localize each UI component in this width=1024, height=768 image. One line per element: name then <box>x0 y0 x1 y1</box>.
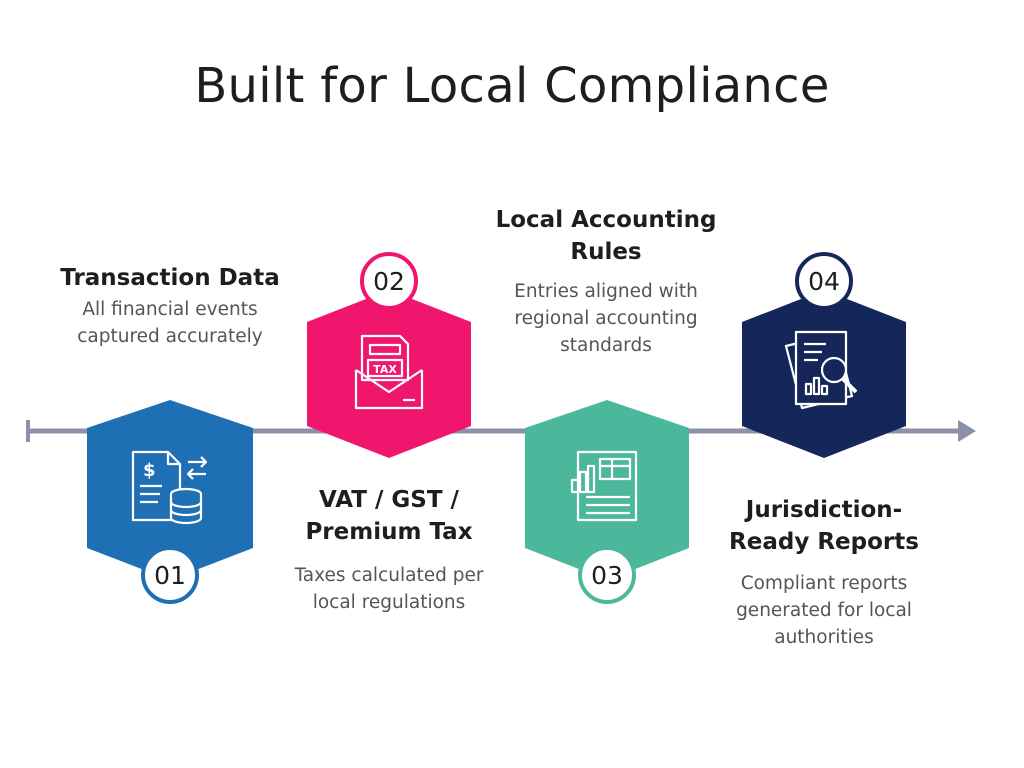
page-title: Built for Local Compliance <box>194 58 830 114</box>
report-magnifier-icon <box>784 330 858 410</box>
step-2-shape <box>307 290 471 458</box>
svg-text:$: $ <box>143 460 156 481</box>
spreadsheet-chart-icon <box>570 450 638 522</box>
step-3-heading: Local Accounting Rules <box>495 207 717 265</box>
step-1-text: Transaction Data All financial events ca… <box>40 262 300 350</box>
step-1-heading: Transaction Data <box>60 265 280 291</box>
step-3-number: 03 <box>578 546 636 604</box>
step-4-heading: Jurisdiction-Ready Reports <box>729 497 919 555</box>
step-4-text: Jurisdiction-Ready Reports Compliant rep… <box>704 494 944 651</box>
step-2-number: 02 <box>360 252 418 310</box>
step-2-heading: VAT / GST / Premium Tax <box>305 487 473 545</box>
tax-envelope-icon: TAX <box>354 334 424 410</box>
step-3-shape <box>525 400 689 580</box>
step-4-description: Compliant reports generated for local au… <box>736 573 912 648</box>
step-3-text: Local Accounting Rules Entries aligned w… <box>476 204 736 359</box>
step-1-description: All financial events captured accurately <box>77 299 263 347</box>
step-4-number: 04 <box>795 252 853 310</box>
step-3-description: Entries aligned with regional accounting… <box>514 281 698 356</box>
step-1-number: 01 <box>141 546 199 604</box>
step-1-shape <box>87 400 253 580</box>
invoice-database-icon: $ <box>131 450 208 525</box>
step-2-description: Taxes calculated per local regulations <box>294 565 484 613</box>
svg-text:TAX: TAX <box>373 363 397 376</box>
step-2-text: VAT / GST / Premium Tax Taxes calculated… <box>294 484 484 616</box>
